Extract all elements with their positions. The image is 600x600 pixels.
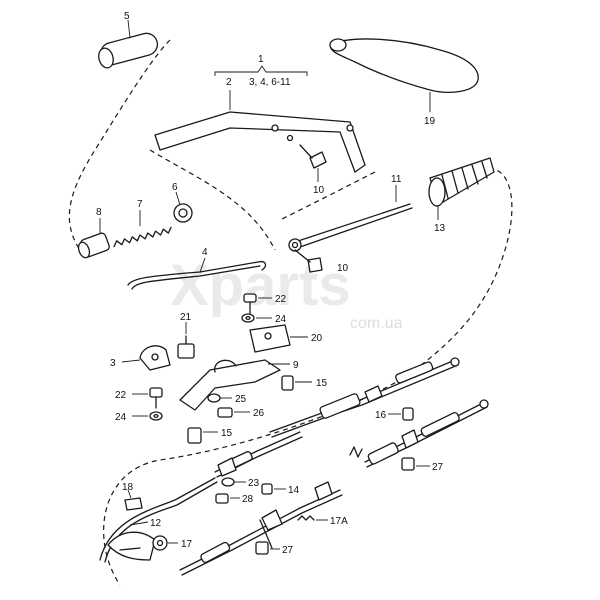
part-17a-spring-clip	[297, 515, 328, 521]
part-24-washer-upper	[241, 313, 272, 323]
callout-4: 4	[202, 247, 208, 258]
callout-17: 17	[181, 539, 193, 550]
part-8-push-button	[77, 218, 110, 259]
part-27-bolt-lower	[255, 541, 280, 555]
part-17-nut	[152, 535, 178, 551]
cable-right-lower	[349, 399, 489, 468]
cable-lower-run	[179, 481, 343, 576]
watermark-brand: Xparts	[170, 253, 351, 318]
callout-26: 26	[253, 408, 265, 419]
part-22-bolt-lower	[132, 387, 163, 409]
callout-1-bracket	[214, 65, 308, 76]
dashed-grip-outline	[68, 39, 171, 251]
part-4-release-rod	[127, 257, 267, 290]
part-10-bolt-upper	[299, 144, 327, 182]
callout-22-lower: 22	[115, 390, 127, 401]
callout-25: 25	[235, 394, 247, 405]
callout-10-upper: 10	[313, 185, 325, 196]
part-15-bolt-lower	[187, 427, 218, 444]
callout-8: 8	[96, 207, 102, 218]
part-13-cable-boot	[428, 157, 495, 220]
part-7-spring	[113, 210, 172, 248]
part-20-bracket	[249, 324, 308, 353]
callout-2: 2	[226, 77, 232, 88]
callout-24-lower: 24	[115, 412, 127, 423]
callout-24-upper: 24	[275, 314, 287, 325]
part-19-lever-cover	[329, 38, 479, 112]
callout-27-right: 27	[432, 462, 444, 473]
callout-3-4-6-11: 3, 4, 6-11	[249, 77, 291, 88]
part-27-bolt-right	[401, 457, 430, 471]
part-24-washer-lower	[132, 411, 163, 421]
callout-17a: 17A	[330, 516, 348, 527]
part-9-base-plate	[179, 359, 290, 411]
callout-labels: 5 1 2 3, 4, 6-11 19 10 6 11 7 8 13 4 10 …	[96, 11, 446, 556]
watermark-domain: com.ua	[350, 315, 403, 332]
dashed-cable-boot-outline	[103, 167, 513, 586]
callout-7: 7	[137, 199, 143, 210]
part-22-bolt-upper	[243, 293, 272, 315]
cable-left-assembly	[99, 431, 303, 563]
callout-21: 21	[180, 312, 192, 323]
callout-28: 28	[242, 494, 254, 505]
callout-18: 18	[122, 482, 134, 493]
watermark: Xparts com.ua	[170, 253, 403, 332]
part-26-bolt	[217, 407, 250, 418]
callout-27-lower: 27	[282, 545, 294, 556]
cable-right-upper	[269, 357, 460, 438]
part-23-washer	[221, 477, 246, 487]
callout-20: 20	[311, 333, 323, 344]
callout-1: 1	[258, 54, 264, 65]
dashed-lever-to-rod	[149, 149, 276, 251]
part-21-switch	[177, 322, 195, 359]
assembly-dashed-outlines	[68, 39, 513, 586]
dashed-lever-to-cable	[279, 171, 376, 221]
part-15-bolt-right	[281, 375, 312, 391]
part-28-bolt	[215, 493, 240, 504]
callout-14: 14	[288, 485, 300, 496]
part-6-bushing	[173, 191, 193, 223]
part-14-bolt	[261, 483, 286, 495]
callout-23: 23	[248, 478, 260, 489]
callout-16: 16	[375, 410, 387, 421]
part-10-bolt-lower	[294, 249, 323, 273]
part-18-cable-end	[124, 489, 143, 511]
part-3-pawl	[121, 345, 171, 371]
callout-13: 13	[434, 223, 446, 234]
callout-19: 19	[424, 116, 436, 127]
part-16-bolt	[388, 407, 414, 421]
callout-3: 3	[110, 358, 116, 369]
callout-5: 5	[124, 11, 130, 22]
callout-22-upper: 22	[275, 294, 287, 305]
callout-10-lower: 10	[337, 263, 349, 274]
part-2-lever-frame	[154, 90, 366, 173]
callout-15-right: 15	[316, 378, 328, 389]
callout-6: 6	[172, 182, 178, 193]
callout-15-lower: 15	[221, 428, 233, 439]
part-25-washer	[207, 393, 232, 403]
part-12-bracket	[107, 521, 156, 561]
part-11-brake-cable	[288, 185, 413, 252]
part-5-handle-grip	[98, 19, 159, 69]
callout-9: 9	[293, 360, 299, 371]
callout-11: 11	[391, 174, 402, 185]
callout-12: 12	[150, 518, 162, 529]
